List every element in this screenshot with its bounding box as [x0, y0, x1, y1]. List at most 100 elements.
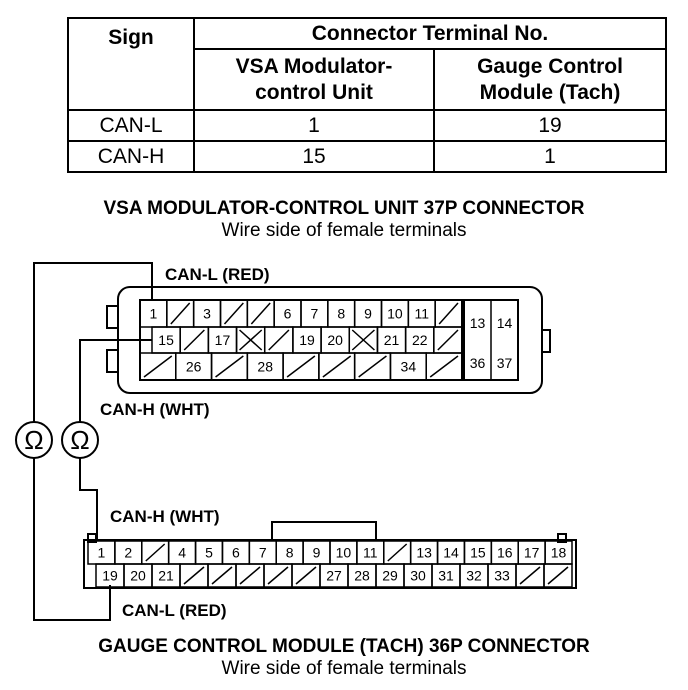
gauge-row2-cell: 33: [487, 563, 517, 588]
gauge-row2-cell: 30: [403, 563, 433, 588]
vsa-row3-cell: 26: [175, 352, 213, 381]
vsa-row1-cell: [219, 299, 249, 328]
vsa-row3-cell: [282, 352, 320, 381]
vsa-row2-cell: 20: [320, 326, 351, 354]
pin-number: 17: [524, 545, 540, 561]
vsa-row1-cell: [246, 299, 275, 328]
vsa-right-cell: 36: [470, 355, 486, 371]
gauge-row1-cell: [141, 540, 170, 565]
empty-slot-mark: [286, 355, 316, 378]
header-gauge-line2: Module (Tach): [479, 80, 621, 104]
vsa-row3-cell: [425, 352, 463, 381]
vsa-row2-cell: [235, 326, 266, 354]
vsa-right-cell: 37: [497, 355, 513, 371]
empty-slot-mark: [145, 543, 166, 562]
pin-number: 13: [470, 315, 486, 331]
vsa-row2-cell: 19: [292, 326, 322, 354]
vsa-row3-cell: [353, 352, 392, 381]
header-gauge-line1: Gauge Control: [477, 55, 623, 79]
ohm-symbol: Ω: [24, 425, 43, 455]
pin-number: 33: [494, 568, 510, 584]
empty-slot-mark: [143, 355, 173, 378]
blocked-slot-mark: [351, 329, 375, 351]
empty-slot-mark: [183, 329, 205, 351]
gauge-row2-cell: 19: [95, 563, 125, 588]
vsa-connector-latch: [106, 349, 119, 373]
pin-number: 11: [414, 306, 429, 322]
vsa-right-cell: 13: [470, 315, 486, 331]
terminal-table: Sign Connector Terminal No. VSA Modulato…: [67, 16, 667, 173]
empty-slot-mark: [223, 302, 244, 325]
pin-number: 7: [259, 545, 267, 561]
gauge-row2-cell: 32: [459, 563, 489, 588]
pin-number: 19: [102, 568, 118, 584]
vsa-connector-latch: [106, 305, 119, 329]
blocked-slot-mark: [239, 329, 263, 351]
gauge-row1-cell: 18: [544, 540, 573, 565]
vsa-can-h-label: CAN-H (WHT): [100, 400, 210, 419]
header-vsa-line1: VSA Modulator-: [235, 55, 393, 79]
pin-number: 10: [387, 306, 403, 322]
pin-number: 5: [205, 545, 213, 561]
header-sign: Sign: [67, 16, 195, 112]
gauge-row1-cell: 17: [517, 540, 546, 565]
vsa-row1-cell: 8: [327, 299, 356, 328]
ohmmeter-can-h: Ω: [61, 421, 99, 459]
gauge-row2-cell: [179, 563, 209, 588]
pin-number: 13: [416, 545, 432, 561]
pin-number: 15: [158, 332, 174, 348]
row-gauge: 19: [433, 109, 667, 143]
pin-number: 11: [363, 545, 378, 561]
vsa-right-cell: 14: [497, 315, 513, 331]
empty-slot-mark: [170, 302, 191, 325]
vsa-row1-cell: [166, 299, 195, 328]
gauge-can-l-label: CAN-L (RED): [122, 601, 227, 620]
empty-slot-mark: [211, 566, 233, 585]
gauge-row1-cell: 7: [248, 540, 277, 565]
gauge-row1-cell: 9: [302, 540, 331, 565]
gauge-row1-cell: 13: [409, 540, 439, 565]
vsa-row1-cell: 6: [273, 299, 302, 328]
vsa-row3-cell: [139, 352, 177, 381]
vsa-row1-cell: 7: [300, 299, 329, 328]
empty-slot-mark: [183, 566, 205, 585]
gauge-row2-cell: [263, 563, 293, 588]
gauge-row2-cell: [515, 563, 545, 588]
empty-slot-mark: [322, 355, 352, 378]
gauge-connector-key: [271, 521, 377, 540]
header-vsa: VSA Modulator- control Unit: [193, 47, 435, 112]
pin-number: 31: [438, 568, 454, 584]
vsa-can-l-label: CAN-L (RED): [165, 265, 270, 284]
empty-slot-mark: [438, 302, 459, 325]
gauge-row1-cell: [383, 540, 412, 565]
vsa-row3-cell: 28: [246, 352, 284, 381]
ohmmeter-can-l: Ω: [15, 421, 53, 459]
row-vsa: 1: [193, 109, 435, 143]
pin-number: 21: [158, 568, 174, 584]
pin-number: 7: [311, 306, 319, 322]
wire-vsa-can-l: [33, 262, 153, 422]
row-vsa: 15: [193, 140, 435, 173]
gauge-connector-subtitle: Wire side of female terminals: [221, 658, 467, 679]
pin-number: 17: [215, 332, 231, 348]
wire-vsa-can-h: [79, 339, 152, 422]
empty-slot-mark: [437, 329, 459, 351]
empty-slot-mark: [429, 355, 459, 378]
empty-slot-mark: [387, 543, 408, 562]
vsa-row2-cell: 21: [376, 326, 407, 354]
header-gauge: Gauge Control Module (Tach): [433, 47, 667, 112]
gauge-row2-cell: 20: [123, 563, 153, 588]
empty-slot-mark: [519, 566, 541, 585]
pin-number: 6: [232, 545, 240, 561]
gauge-row1-cell: 5: [194, 540, 224, 565]
pin-number: 16: [497, 545, 513, 561]
vsa-row3-cell: [318, 352, 356, 381]
gauge-row2-cell: 29: [375, 563, 405, 588]
pin-number: 29: [382, 568, 398, 584]
wire-gauge-can-l: [33, 458, 111, 621]
gauge-connector-tab: [87, 533, 97, 543]
vsa-row3-cell: 34: [389, 352, 427, 381]
empty-slot-mark: [239, 566, 261, 585]
gauge-row1-cell: 1: [87, 540, 116, 565]
